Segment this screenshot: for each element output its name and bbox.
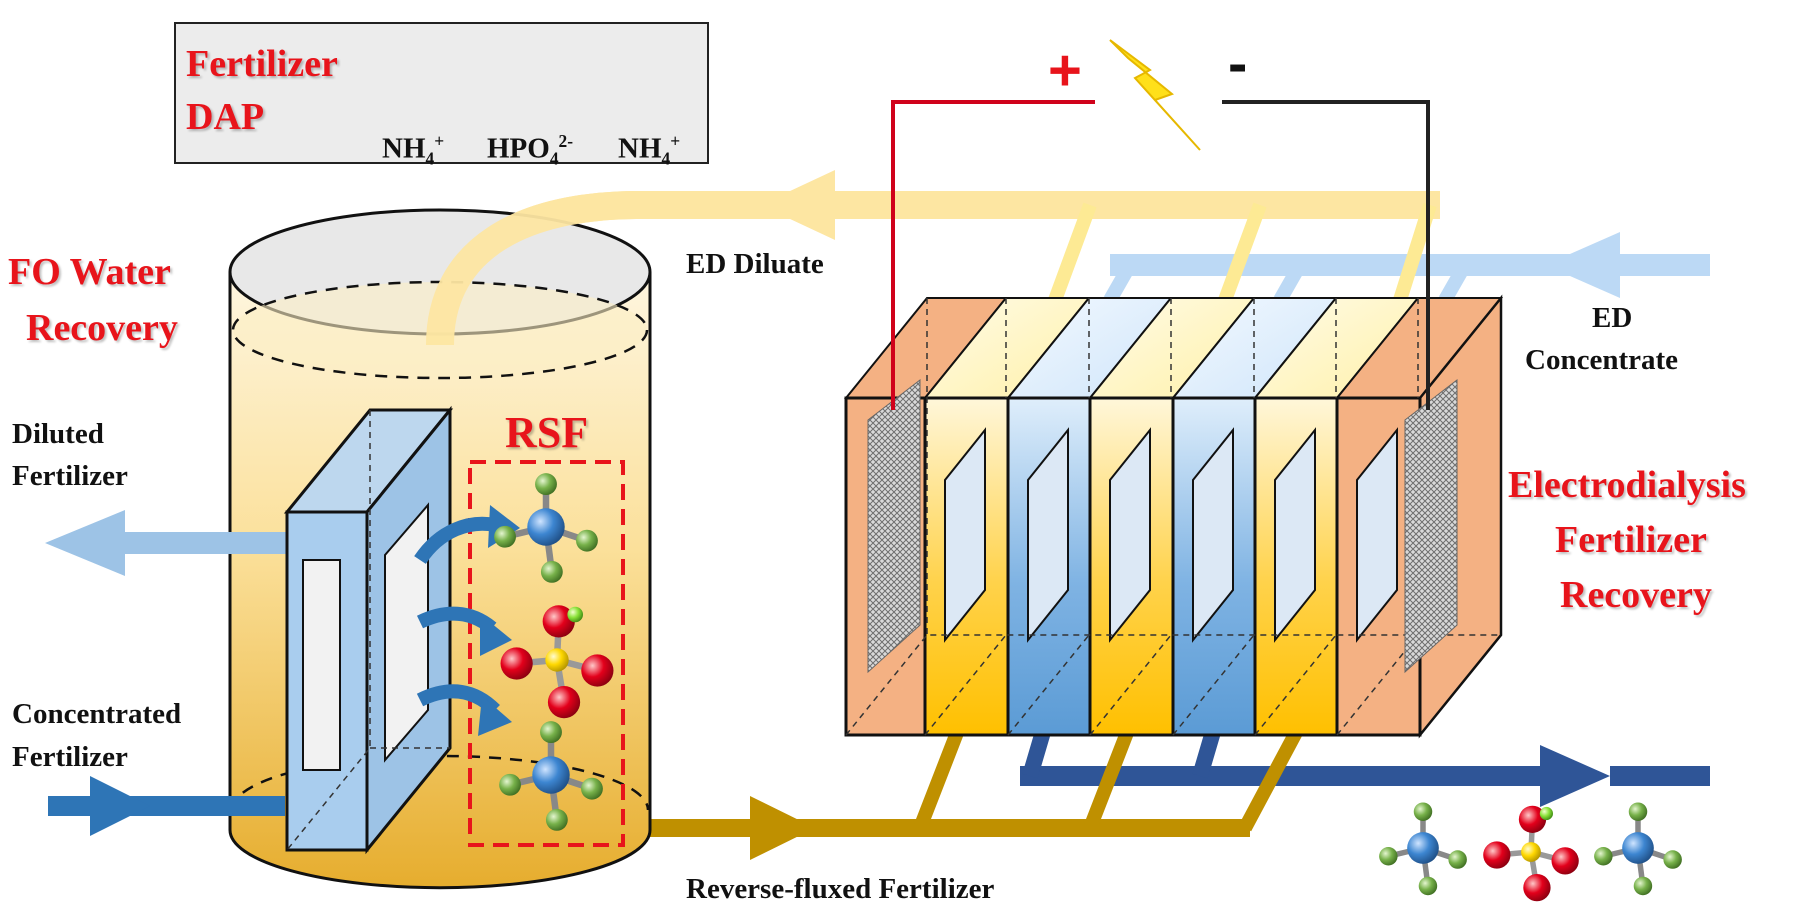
legend-box bbox=[174, 22, 709, 164]
ed-fertilizer-recovery-line2: Fertilizer bbox=[1555, 519, 1707, 561]
power-wires bbox=[891, 100, 1430, 410]
ed-diluate-label: ED Diluate bbox=[686, 248, 824, 280]
ed-fertilizer-recovery-line1: Electrodialysis bbox=[1508, 464, 1746, 506]
diluted-fertilizer-arrow bbox=[45, 510, 290, 576]
product-ammonium-molecule-2 bbox=[1594, 802, 1682, 896]
legend-title-line1: Fertilizer bbox=[186, 43, 338, 85]
legend-ion-3-name: NH bbox=[618, 132, 662, 165]
product-hydrogen-phosphate-molecule bbox=[1483, 805, 1579, 902]
legend-ion-3: NH4+ bbox=[618, 120, 680, 179]
legend-title-line2: DAP bbox=[186, 96, 265, 138]
plus-terminal: + bbox=[1048, 38, 1082, 103]
electrodialysis-stack bbox=[843, 294, 1504, 739]
rsf-ammonium-molecule-2 bbox=[499, 721, 603, 831]
legend-ion-3-sub: 4 bbox=[661, 148, 671, 169]
ed-concentrate-line1: ED bbox=[1592, 302, 1633, 334]
rsf-box bbox=[468, 460, 625, 847]
diluted-fertilizer-line2: Fertilizer bbox=[12, 460, 128, 492]
legend-ion-3-sup: + bbox=[670, 131, 681, 151]
ed-concentrate-line2: Concentrate bbox=[1525, 344, 1679, 376]
reverse-fluxed-fertilizer-label: Reverse-fluxed Fertilizer bbox=[686, 873, 995, 905]
concentrated-fertilizer-line1: Concentrated bbox=[12, 698, 182, 730]
ed-fertilizer-recovery-line3: Recovery bbox=[1560, 574, 1712, 616]
rsf-hydrogen-phosphate-molecule bbox=[500, 605, 614, 719]
legend-ion-1-sup: + bbox=[434, 131, 445, 151]
rsf-label: RSF bbox=[505, 408, 589, 457]
minus-terminal: - bbox=[1228, 31, 1248, 96]
legend-ion-2-sup: 2- bbox=[558, 131, 574, 151]
fo-membrane-module bbox=[283, 405, 454, 855]
concentrated-fertilizer-arrow bbox=[48, 776, 285, 836]
fo-water-recovery-line1: FO Water bbox=[8, 251, 171, 293]
fo-water-recovery-line2: Recovery bbox=[26, 307, 178, 349]
diluted-fertilizer-line1: Diluted bbox=[12, 418, 104, 450]
legend-ion-2-name: HPO bbox=[487, 132, 550, 165]
product-ammonium-molecule-1 bbox=[1379, 802, 1467, 896]
concentrated-fertilizer-line2: Fertilizer bbox=[12, 741, 128, 773]
rsf-ammonium-molecule-1 bbox=[494, 473, 598, 583]
lightning-icon bbox=[1109, 39, 1201, 151]
legend-ion-1: NH4+ bbox=[382, 120, 444, 179]
legend-ion-1-name: NH bbox=[382, 132, 426, 165]
legend-ion-2: HPO42- bbox=[487, 120, 573, 179]
reverse-flux-stream bbox=[640, 721, 1307, 860]
anode-mesh bbox=[867, 378, 921, 674]
legend-ion-1-sub: 4 bbox=[425, 148, 435, 169]
legend-ion-2-sub: 4 bbox=[549, 148, 559, 169]
cathode-mesh bbox=[1404, 378, 1458, 674]
